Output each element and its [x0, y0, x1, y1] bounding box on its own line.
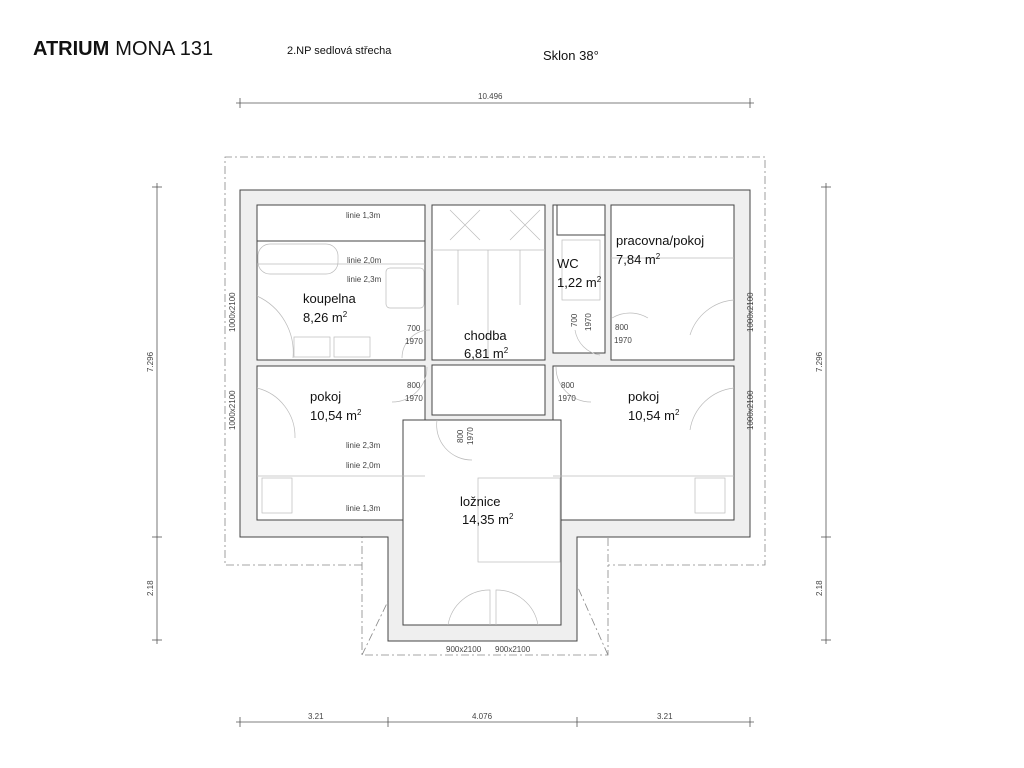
- room-loznice: ložnice 14,35 m2: [460, 494, 514, 527]
- bed: [477, 477, 561, 563]
- svg-text:chodba: chodba: [464, 328, 507, 343]
- svg-text:1970: 1970: [405, 394, 423, 403]
- room-pokoj-left: pokoj 10,54 m2: [310, 389, 362, 423]
- svg-text:linie 2,0m: linie 2,0m: [347, 256, 382, 265]
- svg-text:3.21: 3.21: [308, 712, 324, 721]
- svg-text:linie 1,3m: linie 1,3m: [346, 504, 381, 513]
- svg-text:1000x2100: 1000x2100: [228, 390, 237, 430]
- doors: [256, 295, 735, 626]
- svg-text:800: 800: [561, 381, 575, 390]
- svg-text:10,54 m2: 10,54 m2: [628, 408, 680, 423]
- room-pracovna: pracovna/pokoj 7,84 m2: [616, 233, 704, 267]
- svg-text:linie 1,3m: linie 1,3m: [346, 211, 381, 220]
- svg-text:900x2100: 900x2100: [495, 645, 531, 654]
- svg-text:pokoj: pokoj: [628, 389, 659, 404]
- plan-subtitle: 2.NP sedlová střecha: [287, 45, 392, 57]
- svg-text:1970: 1970: [584, 313, 593, 331]
- svg-text:800: 800: [407, 381, 421, 390]
- dimension-bottom: 3.21 4.076 3.21: [236, 712, 754, 727]
- svg-text:ložnice: ložnice: [460, 494, 500, 509]
- shower: [385, 267, 425, 309]
- svg-text:pracovna/pokoj: pracovna/pokoj: [616, 233, 704, 248]
- dimension-right: 7.296 2.18: [815, 183, 831, 644]
- svg-text:1000x2100: 1000x2100: [746, 390, 755, 430]
- svg-text:1970: 1970: [558, 394, 576, 403]
- svg-text:7,84 m2: 7,84 m2: [616, 252, 661, 267]
- svg-text:800: 800: [615, 323, 629, 332]
- svg-text:1000x2100: 1000x2100: [746, 292, 755, 332]
- sink: [293, 336, 331, 358]
- svg-text:2.18: 2.18: [146, 580, 155, 596]
- svg-text:1,22 m2: 1,22 m2: [557, 275, 602, 290]
- svg-text:8,26 m2: 8,26 m2: [303, 310, 348, 325]
- dimension-left: 7.296 2.18: [146, 183, 162, 644]
- svg-text:WC: WC: [557, 256, 579, 271]
- room-koupelna: koupelna 8,26 m2: [303, 291, 357, 325]
- height-lines: linie 1,3m linie 2,0m linie 2,3m linie 2…: [346, 211, 382, 513]
- svg-text:1970: 1970: [466, 427, 475, 445]
- door-labels: 700 1970 700 1970 800 1970 800 1970 800 …: [405, 313, 632, 654]
- svg-text:4.076: 4.076: [472, 712, 493, 721]
- svg-text:800: 800: [456, 429, 465, 443]
- svg-text:7.296: 7.296: [815, 351, 824, 372]
- svg-text:linie 2,3m: linie 2,3m: [346, 441, 381, 450]
- window-labels: 1000x2100 1000x2100 1000x2100 1000x2100: [228, 292, 755, 430]
- svg-text:700: 700: [570, 313, 579, 327]
- svg-text:14,35 m2: 14,35 m2: [462, 512, 514, 527]
- svg-text:linie 2,3m: linie 2,3m: [347, 275, 382, 284]
- room-pokoj-right: pokoj 10,54 m2: [628, 389, 680, 423]
- svg-text:900x2100: 900x2100: [446, 645, 482, 654]
- svg-text:2.18: 2.18: [815, 580, 824, 596]
- svg-text:pokoj: pokoj: [310, 389, 341, 404]
- bathtub: [257, 243, 339, 275]
- room-chodba: chodba 6,81 m2: [464, 328, 509, 361]
- svg-text:1000x2100: 1000x2100: [228, 292, 237, 332]
- staircase: [432, 209, 545, 360]
- room-wc: WC 1,22 m2: [557, 256, 602, 290]
- svg-text:1970: 1970: [405, 337, 423, 346]
- dimension-top: 10.496: [236, 92, 754, 108]
- toilet: [561, 239, 601, 301]
- roof-slope: Sklon 38°: [543, 48, 599, 63]
- svg-text:1970: 1970: [614, 336, 632, 345]
- svg-text:6,81 m2: 6,81 m2: [464, 346, 509, 361]
- svg-text:10,54 m2: 10,54 m2: [310, 408, 362, 423]
- sink: [333, 336, 371, 358]
- svg-text:koupelna: koupelna: [303, 291, 357, 306]
- svg-text:linie 2,0m: linie 2,0m: [346, 461, 381, 470]
- svg-text:3.21: 3.21: [657, 712, 673, 721]
- svg-text:7.296: 7.296: [146, 351, 155, 372]
- svg-text:10.496: 10.496: [478, 92, 503, 101]
- svg-text:700: 700: [407, 324, 421, 333]
- fixtures: [257, 209, 734, 563]
